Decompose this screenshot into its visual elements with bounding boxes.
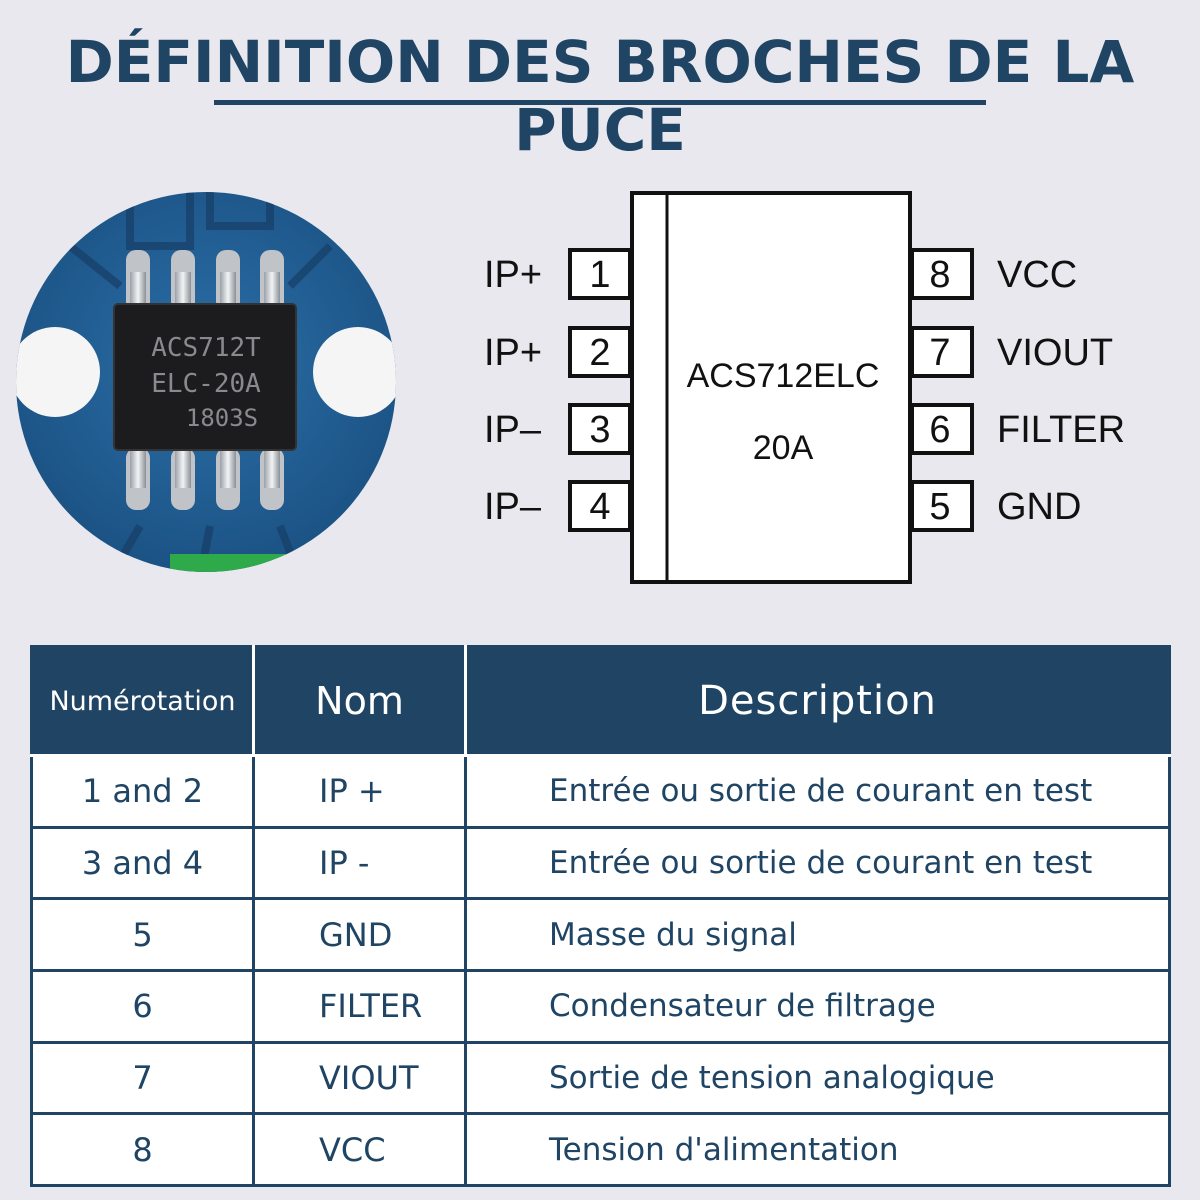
right-pin-number: 6	[929, 409, 950, 451]
right-pin-5: 5 GND	[910, 480, 1081, 532]
left-pin-1: 1 IP+	[484, 248, 632, 300]
cell-description: Sortie de tension analogique	[464, 1040, 1171, 1116]
cell-name: IP +	[252, 754, 467, 829]
table-row: 3 and 4 IP - Entrée ou sortie de courant…	[30, 825, 1171, 901]
chip-legs-bottom	[126, 444, 284, 510]
left-pin-number: 2	[589, 332, 610, 374]
left-pin-2: 2 IP+	[484, 326, 632, 378]
cell-number: 8	[30, 1112, 255, 1187]
pin-diagram: ACS712ELC 20A 1 IP+ 2 IP+ 3 IP– 4 IP– 8 …	[484, 191, 1125, 584]
chip-outline	[630, 191, 912, 584]
header-nom: Nom	[252, 645, 467, 757]
left-pin-label: IP–	[484, 486, 542, 528]
cell-name: VCC	[252, 1112, 467, 1187]
right-pin-6: 6 FILTER	[910, 403, 1125, 455]
chip-marking-line-2: ELC-20A	[151, 369, 261, 399]
table-header-row: Numérotation Nom Description	[30, 645, 1171, 757]
table-row: 6 FILTER Condensateur de filtrage	[30, 968, 1171, 1044]
left-pin-4: 4 IP–	[484, 480, 632, 532]
right-pin-label: FILTER	[997, 409, 1125, 451]
table-row: 5 GND Masse du signal	[30, 897, 1171, 972]
left-pin-number: 3	[589, 409, 610, 451]
cell-number: 3 and 4	[30, 825, 255, 901]
cell-name: IP -	[252, 825, 467, 901]
chip-rating: 20A	[753, 429, 814, 467]
left-pin-label: IP+	[484, 254, 542, 296]
cell-description: Masse du signal	[464, 897, 1171, 972]
table-row: 8 VCC Tension d'alimentation	[30, 1112, 1171, 1187]
left-pin-3: 3 IP–	[484, 403, 632, 455]
right-pin-label: GND	[997, 486, 1081, 528]
chip-photo: ACS712T ELC-20A 1803S	[16, 192, 396, 572]
right-pin-7: 7 VIOUT	[910, 326, 1113, 378]
left-pin-number: 4	[589, 486, 610, 528]
cell-description: Tension d'alimentation	[464, 1112, 1171, 1187]
header-description: Description	[464, 645, 1171, 757]
chip-marking-line-1: ACS712T	[151, 333, 261, 363]
left-pin-number: 1	[589, 254, 610, 296]
cell-name: GND	[252, 897, 467, 972]
chip-name: ACS712ELC	[687, 357, 880, 395]
header-numerotation: Numérotation	[30, 645, 255, 757]
right-pin-number: 5	[929, 486, 950, 528]
right-pin-number: 7	[929, 332, 950, 374]
table-row: 1 and 2 IP + Entrée ou sortie de courant…	[30, 754, 1171, 829]
cell-number: 6	[30, 968, 255, 1044]
right-pin-8: 8 VCC	[910, 248, 1077, 300]
cell-number: 5	[30, 897, 255, 972]
cell-name: FILTER	[252, 968, 467, 1044]
left-pin-label: IP+	[484, 332, 542, 374]
page-title: DÉFINITION DES BROCHES DE LA PUCE	[65, 28, 1135, 164]
chip-marking-line-3: 1803S	[186, 404, 258, 432]
right-pin-label: VIOUT	[997, 332, 1113, 374]
cell-name: VIOUT	[252, 1040, 467, 1116]
cell-description: Entrée ou sortie de courant en test	[464, 754, 1171, 829]
table-row: 7 VIOUT Sortie de tension analogique	[30, 1040, 1171, 1116]
cell-number: 1 and 2	[30, 754, 255, 829]
title-underline	[214, 100, 986, 105]
cell-number: 7	[30, 1040, 255, 1116]
left-pin-label: IP–	[484, 409, 542, 451]
right-pin-label: VCC	[997, 254, 1077, 296]
cell-description: Condensateur de filtrage	[464, 968, 1171, 1044]
cell-description: Entrée ou sortie de courant en test	[464, 825, 1171, 901]
pin-table: Numérotation Nom Description 1 and 2 IP …	[30, 645, 1171, 1187]
right-pin-number: 8	[929, 254, 950, 296]
